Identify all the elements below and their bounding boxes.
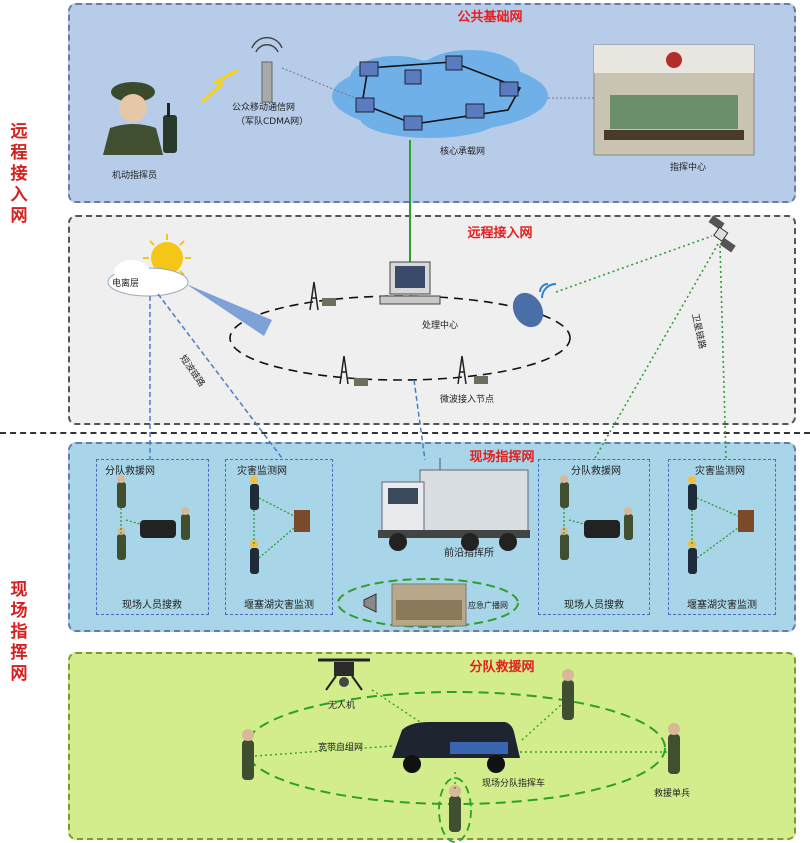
label-monitor-net-left: 灾害监测网 [237,466,287,477]
label-monitor-task-right: 堰塞湖灾害监测 [687,600,757,611]
label-monitor-net-right: 灾害监测网 [695,466,745,477]
label-mobile-net: 公众移动通信网 [232,103,296,113]
label-broadcast-net: 应急广播网 [468,601,508,610]
label-team-vehicle: 现场分队指挥车 [482,779,546,789]
label-forward-post: 前沿指挥所 [444,548,494,559]
label-drone: 无人机 [328,701,356,711]
divider-line [0,432,810,434]
zone-title-field: 现场指挥网 [469,450,535,465]
subbox-monitor-right [668,459,776,615]
command-center-image [593,44,755,156]
label-rescue-task-right: 现场人员搜救 [564,600,624,611]
satellite-dish-icon [512,283,557,328]
side-label-field: 现场指挥网 [10,580,28,684]
team-soldiers [242,669,680,832]
rescue-personnel-left [117,475,190,560]
label-ionosphere: 电离层 [112,279,140,289]
officer-figure [103,82,177,155]
processing-computer-icon [379,261,441,305]
cell-tower [251,36,283,103]
zone-title-team: 分队救援网 [469,660,535,675]
label-microwave-node: 微波接入节点 [440,395,495,405]
label-rescue-net-right: 分队救援网 [571,466,621,477]
label-wideband-adhoc: 宽带自组网 [318,743,364,753]
label-rescue-task-left: 现场人员搜救 [122,600,182,611]
label-core-network: 核心承载网 [440,147,486,157]
ionosphere-cloud [107,260,189,297]
monitor-personnel-left [250,476,310,574]
microwave-node-units [322,298,488,386]
broadcast-ring [337,578,519,628]
label-mobile-net-cdma: （军队CDMA网） [236,117,309,127]
zone-title-public: 公共基础网 [457,10,523,25]
label-monitor-task-left: 堰塞湖灾害监测 [244,600,314,611]
side-label-remote: 远程接入网 [10,122,28,226]
subbox-monitor-left [225,459,333,615]
wireless-link-lightning [200,68,239,104]
zone-title-remote: 远程接入网 [467,226,533,241]
shortwave-beam [186,284,272,336]
subbox-rescue-right [538,459,650,615]
command-truck-icon [378,458,530,551]
monitor-personnel-right [688,476,754,574]
core-network-cloud [332,50,548,138]
satellite-icon [708,215,736,253]
team-vehicle-icon [392,722,520,773]
subbox-rescue-left [96,459,209,615]
label-command-center: 指挥中心 [670,163,707,173]
label-rescue-net-left: 分队救援网 [105,466,155,477]
broadcast-icons [363,583,467,627]
drone-icon [318,658,370,691]
label-processing-center: 处理中心 [422,321,459,331]
label-officer: 机动指挥员 [112,171,158,181]
label-rescuer: 救援单兵 [654,789,691,799]
rescue-personnel-right [560,475,633,560]
microwave-tower-icons [309,281,467,385]
